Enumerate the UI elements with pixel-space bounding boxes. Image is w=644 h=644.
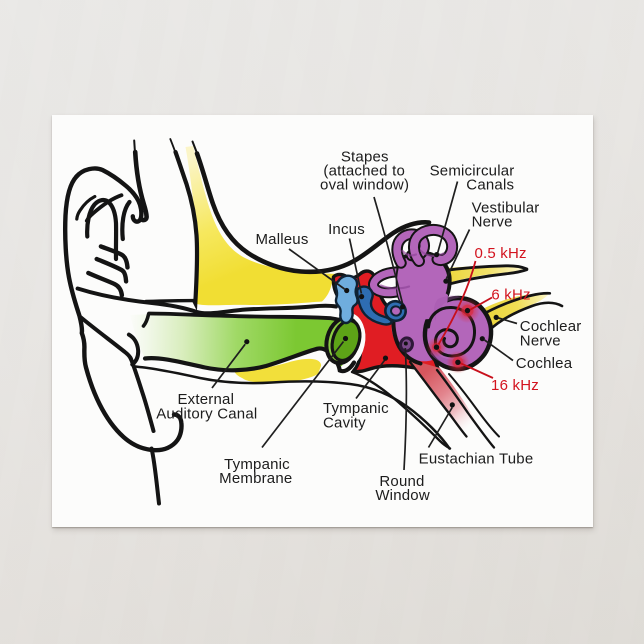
- svg-text:Nerve: Nerve: [472, 214, 513, 231]
- svg-text:Vestibular: Vestibular: [472, 200, 540, 217]
- svg-text:Membrane: Membrane: [219, 470, 292, 487]
- svg-text:Stapes: Stapes: [341, 149, 389, 166]
- svg-text:6 kHz: 6 kHz: [491, 287, 530, 304]
- svg-text:Tympanic: Tympanic: [323, 400, 389, 417]
- svg-text:Cochlea: Cochlea: [516, 355, 573, 372]
- svg-text:Cavity: Cavity: [323, 414, 366, 431]
- svg-text:16 kHz: 16 kHz: [491, 377, 539, 394]
- svg-text:Canals: Canals: [466, 177, 514, 194]
- svg-text:(attached to: (attached to: [323, 163, 405, 180]
- svg-text:oval window): oval window): [320, 177, 409, 194]
- svg-text:Auditory Canal: Auditory Canal: [156, 405, 257, 422]
- svg-text:Window: Window: [375, 487, 430, 504]
- svg-text:Semicircular: Semicircular: [430, 163, 515, 180]
- svg-text:Cochlear: Cochlear: [520, 318, 582, 335]
- svg-text:Incus: Incus: [328, 221, 365, 238]
- svg-text:Eustachian Tube: Eustachian Tube: [419, 450, 534, 467]
- svg-text:Nerve: Nerve: [520, 333, 561, 350]
- svg-text:Round: Round: [379, 473, 424, 490]
- svg-text:0.5 kHz: 0.5 kHz: [474, 245, 526, 262]
- svg-text:Malleus: Malleus: [255, 231, 308, 248]
- svg-text:Tympanic: Tympanic: [224, 456, 290, 473]
- svg-text:External: External: [177, 391, 234, 408]
